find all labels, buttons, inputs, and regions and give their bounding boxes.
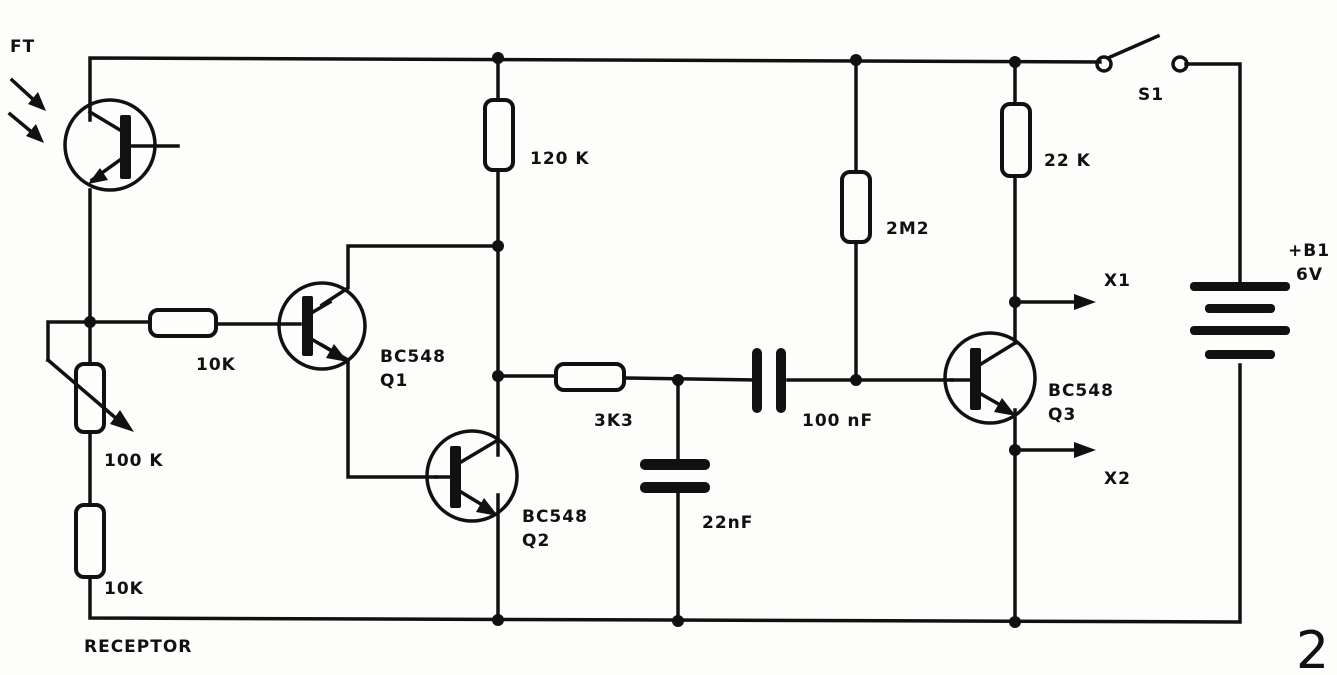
x1-arrowhead [1074, 294, 1096, 310]
junction-dots [84, 52, 1021, 628]
label-100k-pot: 100 K [104, 451, 164, 471]
pot-top-wire [46, 320, 92, 362]
q1-collector-wire [319, 244, 500, 308]
phototransistor-ft [7, 77, 180, 192]
capacitor-22nf [640, 459, 710, 493]
label-q3-ref: Q3 [1048, 405, 1076, 425]
label-22k: 22 K [1044, 151, 1091, 171]
resistor-10k-base [148, 308, 218, 338]
x2-arrowhead [1074, 442, 1096, 458]
label-x2: X2 [1104, 469, 1131, 489]
label-10k-bottom: 10K [104, 579, 144, 599]
label-q2-type: BC548 [522, 507, 588, 527]
transistor-q3 [943, 331, 1037, 425]
label-2m2: 2M2 [886, 219, 930, 239]
label-s1: S1 [1138, 85, 1164, 105]
label-10k-base: 10K [196, 355, 236, 375]
resistor-2m2 [840, 170, 872, 244]
label-battery-voltage-name: +B1 [1288, 241, 1330, 261]
label-100nf: 100 nF [802, 411, 873, 431]
resistor-120k [483, 98, 515, 172]
resistor-3k3 [554, 362, 626, 392]
potentiometer-100k [45, 357, 134, 434]
label-q2-ref: Q2 [522, 531, 550, 551]
wires [46, 56, 1242, 624]
bottom-rail-wire [88, 363, 1242, 624]
label-battery-voltage: 6V [1296, 265, 1323, 285]
switch-s1 [1095, 33, 1189, 73]
r3k3-right-wire [622, 376, 758, 382]
battery-b1 [1190, 282, 1290, 359]
label-ft: FT [10, 37, 35, 57]
label-3k3: 3K3 [594, 411, 634, 431]
label-q1-ref: Q1 [380, 371, 408, 391]
label-22nf: 22nF [702, 513, 753, 533]
resistor-22k [1000, 102, 1032, 178]
label-q1-type: BC548 [380, 347, 446, 367]
label-120k: 120 K [530, 149, 590, 169]
label-q3-type: BC548 [1048, 381, 1114, 401]
transistor-q1 [277, 281, 367, 371]
label-x1: X1 [1104, 271, 1131, 291]
transistor-q2 [425, 429, 519, 523]
resistor-10k-bottom [74, 503, 106, 579]
capacitor-100nf [752, 348, 786, 413]
battery-positive-wire [1184, 62, 1242, 284]
label-receptor: RECEPTOR [84, 637, 192, 657]
top-rail-wire [88, 56, 1102, 122]
figure-number: 2 [1296, 621, 1329, 675]
